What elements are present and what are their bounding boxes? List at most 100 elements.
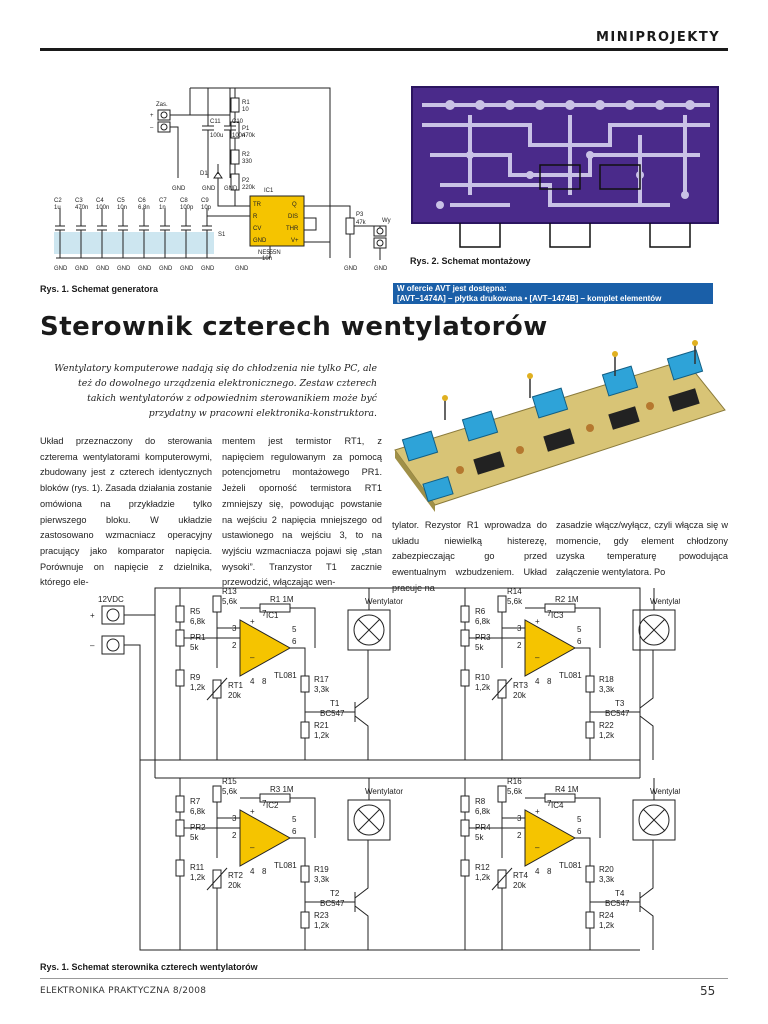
svg-text:R21: R21	[314, 721, 329, 730]
svg-text:5k: 5k	[475, 643, 484, 652]
base-resistor	[300, 675, 310, 693]
svg-text:–: –	[250, 653, 255, 662]
trim-potentiometer	[460, 629, 470, 647]
svg-text:1,2k: 1,2k	[599, 921, 615, 930]
svg-text:IC1: IC1	[266, 611, 279, 620]
svg-text:R8: R8	[475, 797, 486, 806]
svg-text:R23: R23	[314, 911, 329, 920]
svg-text:7: 7	[547, 799, 552, 808]
svg-text:6,8k: 6,8k	[190, 617, 206, 626]
svg-text:GND: GND	[75, 266, 89, 272]
svg-text:Wentylator: Wentylator	[365, 787, 403, 796]
svg-text:20k: 20k	[228, 881, 242, 890]
svg-text:5,6k: 5,6k	[507, 787, 523, 796]
transistor	[354, 840, 369, 950]
transistor	[354, 650, 369, 760]
footer-magazine: ELEKTRONIKA PRAKTYCZNA 8/2008	[40, 986, 207, 996]
svg-text:TL081: TL081	[274, 671, 297, 680]
wy-label: Wy	[382, 218, 391, 224]
svg-text:3,3k: 3,3k	[314, 685, 330, 694]
svg-text:1,2k: 1,2k	[190, 683, 206, 692]
svg-text:C8: C8	[180, 198, 188, 204]
divider-bottom-resistor	[460, 669, 470, 687]
svg-text:GND: GND	[235, 266, 249, 272]
svg-text:GND: GND	[180, 266, 194, 272]
svg-text:T1: T1	[330, 699, 340, 708]
svg-text:RT4: RT4	[513, 871, 529, 880]
svg-text:–: –	[90, 641, 95, 650]
svg-text:6: 6	[292, 637, 297, 646]
divider-top-resistor	[175, 795, 185, 813]
svg-text:2: 2	[232, 641, 237, 650]
svg-text:IC3: IC3	[551, 611, 564, 620]
svg-text:C4: C4	[96, 198, 104, 204]
ic1-value: NE555N	[258, 250, 281, 256]
top-rule	[40, 48, 728, 51]
product-photo	[394, 340, 726, 512]
svg-text:100p: 100p	[180, 205, 194, 211]
svg-text:GND: GND	[202, 186, 216, 192]
svg-text:5,6k: 5,6k	[222, 787, 238, 796]
svg-text:GND: GND	[201, 266, 215, 272]
svg-text:IC2: IC2	[266, 801, 279, 810]
svg-text:R10: R10	[475, 673, 490, 682]
trim-potentiometer	[175, 629, 185, 647]
zas-plus: +	[150, 113, 154, 119]
svg-text:1,2k: 1,2k	[190, 873, 206, 882]
svg-text:CV: CV	[253, 226, 261, 232]
svg-text:6,8k: 6,8k	[475, 807, 491, 816]
svg-text:BC547: BC547	[320, 709, 345, 718]
fig3-caption: Rys. 1. Schemat sterownika czterech went…	[40, 962, 258, 972]
svg-text:2: 2	[517, 831, 522, 840]
article-column-4: zasadzie włącz/wyłącz, czyli włącza się …	[556, 520, 728, 578]
svg-text:RT3: RT3	[513, 681, 529, 690]
svg-text:R22: R22	[599, 721, 614, 730]
svg-text:R15: R15	[222, 777, 237, 786]
fig2-caption: Rys. 2. Schemat montażowy	[410, 256, 531, 266]
svg-text:1,2k: 1,2k	[314, 921, 330, 930]
svg-text:6: 6	[577, 637, 582, 646]
svg-text:Wentylator: Wentylator	[650, 597, 680, 606]
svg-text:100n: 100n	[96, 205, 109, 211]
svg-text:10p: 10p	[201, 205, 212, 211]
base-resistor	[585, 865, 595, 883]
r1-label: R1	[242, 100, 250, 106]
svg-text:1,2k: 1,2k	[475, 683, 491, 692]
svg-text:R11: R11	[190, 863, 205, 872]
divider-top-resistor	[175, 605, 185, 623]
svg-text:2: 2	[517, 641, 522, 650]
svg-text:R12: R12	[475, 863, 490, 872]
svg-text:3: 3	[517, 624, 522, 633]
opamp	[524, 619, 577, 677]
pullup-resistor	[497, 595, 507, 613]
emitter-resistor	[585, 911, 595, 929]
pullup-resistor	[212, 595, 222, 613]
svg-text:+: +	[90, 611, 95, 620]
opamp	[239, 809, 292, 867]
svg-text:GND: GND	[374, 266, 388, 272]
svg-text:4: 4	[535, 677, 540, 686]
svg-text:V+: V+	[291, 238, 299, 244]
svg-text:Q: Q	[292, 202, 297, 208]
svg-text:C9: C9	[201, 198, 209, 204]
svg-text:+: +	[250, 617, 255, 626]
svg-text:C5: C5	[117, 198, 125, 204]
section-tag: MINIPROJEKTY	[596, 30, 721, 45]
svg-text:20k: 20k	[513, 881, 527, 890]
pullup-resistor	[497, 785, 507, 803]
opamp	[524, 809, 577, 867]
divider-bottom-resistor	[175, 669, 185, 687]
svg-text:1,2k: 1,2k	[599, 731, 615, 740]
svg-text:T2: T2	[330, 889, 340, 898]
svg-text:T4: T4	[615, 889, 625, 898]
p2-label: P2	[242, 178, 250, 184]
svg-text:3: 3	[232, 814, 237, 823]
svg-text:20k: 20k	[513, 691, 527, 700]
svg-text:6: 6	[577, 827, 582, 836]
svg-text:470n: 470n	[75, 205, 88, 211]
fig1-caption: Rys. 1. Schemat generatora	[40, 284, 159, 294]
svg-text:4: 4	[250, 677, 255, 686]
